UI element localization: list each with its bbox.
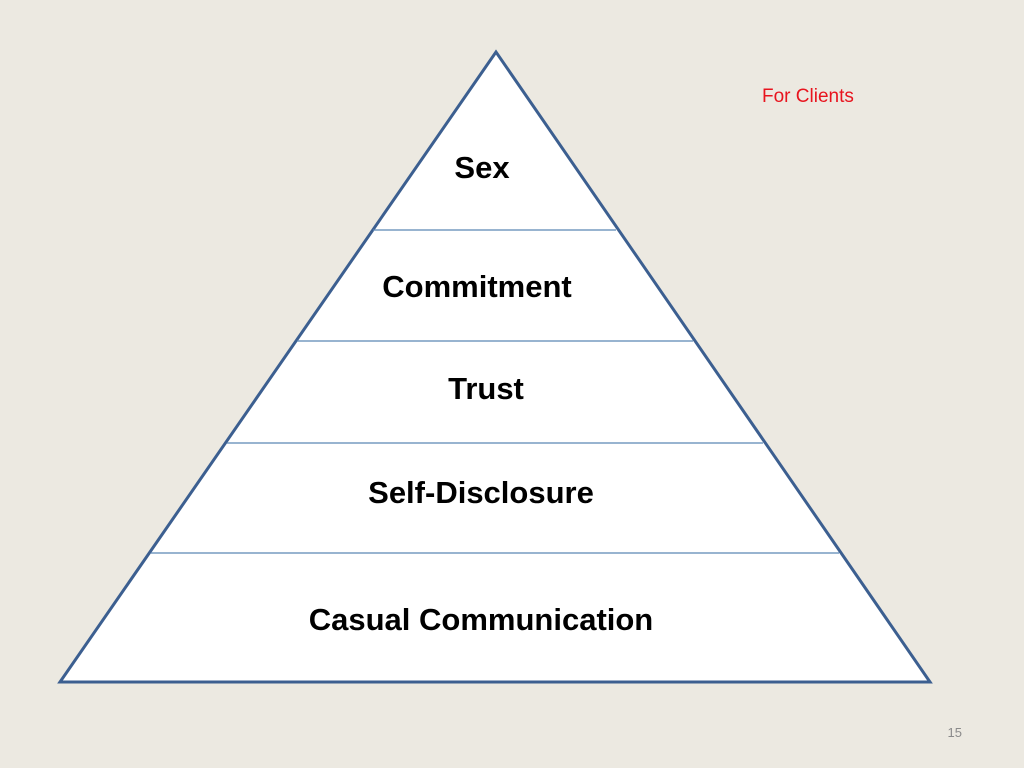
pyramid-level-label: Trust	[448, 371, 524, 406]
for-clients-note: For Clients	[762, 86, 854, 107]
pyramid-level-label: Self-Disclosure	[368, 475, 594, 510]
pyramid-diagram: Sex Commitment Trust Self-Disclosure Cas…	[57, 49, 933, 684]
pyramid-level-label: Commitment	[382, 269, 571, 304]
pyramid-triangle	[57, 49, 933, 684]
pyramid-level-label: Casual Communication	[309, 602, 654, 637]
slide-page-number: 15	[947, 725, 962, 740]
pyramid-level-label: Sex	[454, 150, 510, 185]
